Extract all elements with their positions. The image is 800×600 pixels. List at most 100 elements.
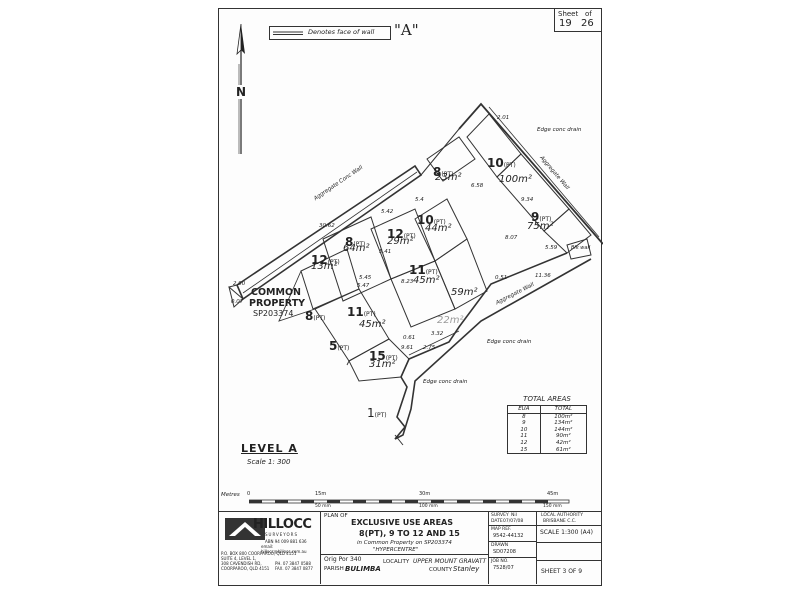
survey-info-cell: SURVEY Nil DATE 07/07/08 MAP REF. 9542-4…	[489, 512, 537, 584]
dimension: 0.51	[495, 275, 508, 281]
wall-legend-text: Denotes face of wall	[308, 28, 375, 36]
dimension: 30.62	[319, 223, 335, 229]
company-address: 308 CAVENDISH RD,	[221, 561, 262, 566]
total-areas-title: TOTAL AREAS	[523, 395, 571, 403]
north-arrow-icon	[236, 24, 245, 154]
dimension: 0.61	[403, 335, 416, 341]
table-header: EUA	[507, 405, 541, 414]
dimension: 6.58	[471, 183, 484, 189]
scalebar-mm: 150 mm	[543, 504, 562, 509]
plan-drawing	[227, 102, 603, 446]
dimension: 11.36	[535, 273, 551, 279]
dimension: 5.4	[415, 197, 424, 203]
mapref-label: MAP REF.	[491, 527, 512, 532]
edge-drain-note: Edge conc drain	[423, 379, 468, 385]
lot-area: 31m²	[369, 359, 396, 370]
lot-label: 15(PT)	[369, 349, 398, 363]
north-label: N	[236, 85, 247, 99]
scale-box: SCALE 1:300 (A4)	[540, 529, 593, 536]
orig-por: Orig Por 340	[324, 556, 362, 563]
plan-letter: "A"	[394, 21, 419, 39]
common-property-sp: SP203374	[253, 309, 294, 318]
company-email: email: hillocc@hillocc.com.au	[261, 544, 307, 554]
table-header: TOTAL	[539, 405, 587, 414]
scalebar-tick: 15m	[315, 491, 327, 497]
local-authority-value: BRISBANE C.C.	[543, 519, 577, 524]
company-address: SUITE 4, LEVEL 1,	[221, 556, 257, 561]
dimension: 9.61	[401, 345, 414, 351]
survey-sheet: Sheet of 19 26 Denotes face of wall "A" …	[218, 8, 603, 586]
mapref-value: 9542-44132	[493, 533, 524, 539]
lot-area: 45m²	[413, 275, 440, 286]
scalebar-tick: 30m	[419, 491, 431, 497]
lot-area: 29m²	[387, 236, 414, 247]
scalebar-graphic	[249, 499, 570, 504]
dimension: 5.42	[381, 209, 394, 215]
sheet-num: 19	[559, 18, 572, 29]
scalebar-metres-label: Metres	[221, 492, 240, 498]
scalebar-tick: 0	[247, 491, 251, 497]
company-sub: SURVEYORS	[265, 532, 298, 537]
county-label: COUNTY	[429, 567, 453, 573]
lot-label: 10(PT)	[487, 156, 516, 170]
lot-area: 13m²	[311, 261, 338, 272]
jobno-label: JOB NO.	[491, 559, 509, 564]
plan-name: "HYPERCENTRE"	[373, 547, 419, 553]
dimension: 5.47	[357, 283, 370, 289]
lot-label: 12(PT)	[387, 227, 416, 241]
survey-label: SURVEY	[491, 513, 509, 518]
dimension: 2.75	[423, 345, 436, 351]
dimension: 0.07	[231, 299, 244, 305]
lot-area: 100m²	[499, 174, 532, 185]
lot-area: 22m²	[437, 315, 464, 326]
plan-title-cell: PLAN OF EXCLUSIVE USE AREAS 8(PT), 9 TO …	[321, 512, 489, 584]
sheet-label: Sheet	[558, 10, 579, 18]
of-label: of	[585, 10, 592, 18]
scale-bar: Metres 0 15m 30m 45m 50 mm 100 mm 150 mm	[221, 491, 570, 509]
level-scale: Scale 1: 300	[247, 458, 291, 466]
company-address: COORPAROO, QLD 4151	[221, 566, 270, 571]
locality-value: UPPER MOUNT GRAVATT	[413, 558, 487, 565]
local-authority-label: LOCAL AUTHORITY	[541, 513, 584, 518]
drawn-value: SD07208	[493, 549, 516, 555]
dimension: 8.23	[401, 279, 414, 285]
lot-label: 9(PT)	[531, 210, 552, 224]
locality-label: LOCALITY	[383, 559, 410, 565]
dimension: 5.41	[379, 249, 392, 255]
wall-legend: Denotes face of wall	[269, 26, 391, 40]
drawn-label: DRAWN	[491, 543, 509, 548]
company-abn: ABN 94 009 881 636	[265, 539, 307, 544]
wall-hatch-icon	[273, 31, 303, 35]
plan-of-label: PLAN OF	[324, 513, 348, 519]
date-label: DATE	[491, 519, 503, 524]
common-property-label: PROPERTY	[249, 298, 306, 309]
lot-label: 12(PT)	[311, 253, 340, 267]
side-lot-label: 8(PT)	[305, 309, 326, 323]
company-phone: PH. 07 3847 0588	[275, 561, 311, 566]
scalebar-tick: 45m	[547, 491, 559, 497]
lot-area: 59m²	[451, 287, 478, 298]
lot-area: 75m²	[527, 221, 554, 232]
dimension: 9.34	[521, 197, 534, 203]
lot-label: 11(PT)	[409, 263, 438, 277]
parish-label: PARISH	[324, 566, 344, 572]
side-lot-label: 1(PT)	[367, 406, 387, 420]
block-wall-note: Blk wall	[571, 245, 591, 251]
authority-cell: LOCAL AUTHORITY BRISBANE C.C. SCALE 1:30…	[537, 512, 601, 584]
common-property-label: COMMON	[251, 287, 301, 298]
company-address: P.O. BOX 800 COORPAROO, QLD 4151	[221, 551, 297, 556]
edge-drain-note: Edge conc drain	[487, 339, 532, 345]
title-block: HILLOCC SURVEYORS ABN 94 009 881 636 ema…	[219, 511, 601, 586]
dimension: 2.90	[233, 281, 246, 287]
sheet-total: 26	[581, 18, 594, 29]
level-title: LEVEL A	[241, 442, 298, 455]
jobno-value: 7528/07	[493, 565, 514, 571]
company-fax: FAX. 07 3847 0877	[275, 566, 313, 571]
sheet-number-box: Sheet of 19 26	[554, 9, 601, 32]
